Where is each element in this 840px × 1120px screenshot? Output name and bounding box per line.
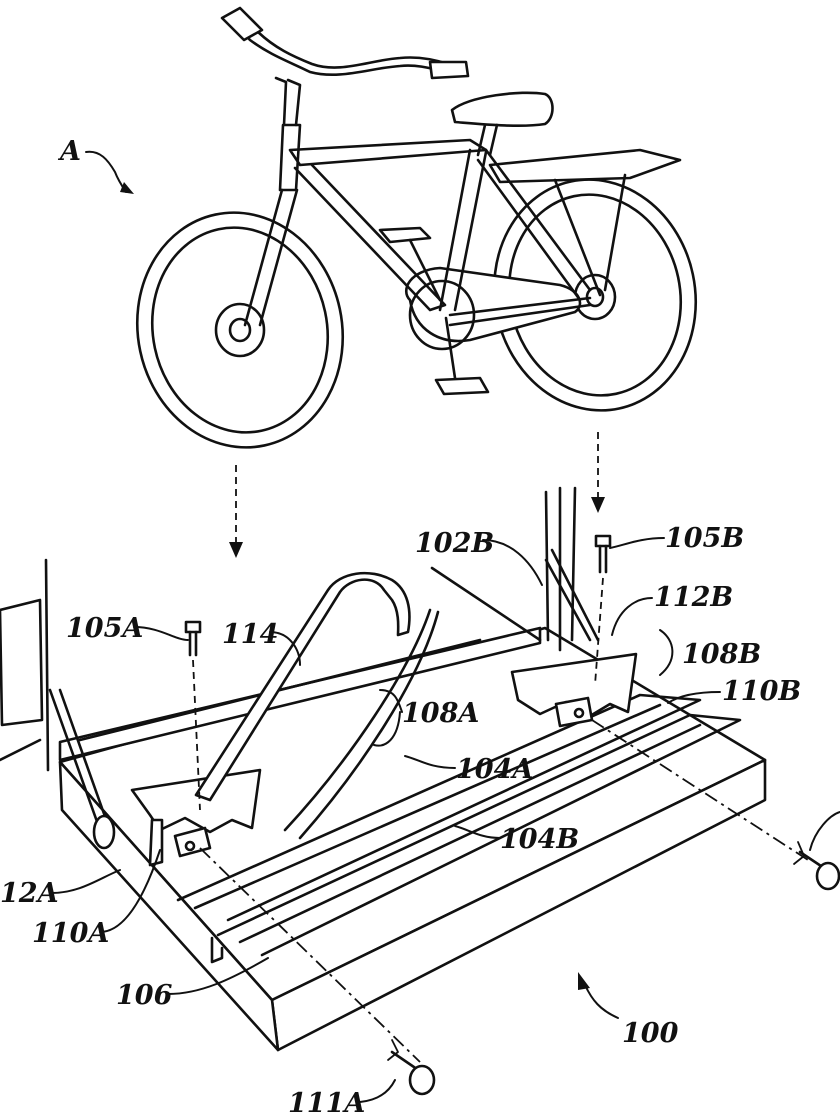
rear-rack <box>488 148 682 184</box>
front-wheel <box>135 211 345 449</box>
label-112A: 12A <box>0 878 59 909</box>
label-108A: 108A <box>402 698 479 729</box>
seat <box>450 91 554 128</box>
strap-lines <box>283 608 440 840</box>
bolt-105B <box>594 534 612 686</box>
label-102B: 102B <box>415 528 494 559</box>
label-110A: 110A <box>32 918 109 949</box>
label-111A: 111A <box>288 1088 365 1119</box>
label-106: 106 <box>116 980 173 1011</box>
label-100: 100 <box>622 1018 679 1049</box>
label-110B: 110B <box>722 676 801 707</box>
label-112B: 112B <box>654 582 733 613</box>
label-104B: 104B <box>500 824 579 855</box>
key-pin-111B <box>591 719 840 891</box>
bicycle <box>135 6 698 449</box>
label-105B: 105B <box>665 523 744 554</box>
label-108B: 108B <box>682 639 761 670</box>
leader-lines <box>51 150 840 1103</box>
wheel-holder-108B <box>510 652 638 728</box>
label-105A: 105A <box>66 613 143 644</box>
right-post <box>430 486 600 652</box>
left-post <box>0 558 116 850</box>
frame <box>243 76 592 327</box>
reference-labels: A 102B 105B 105A 114 112B 108B 110B 108A… <box>0 136 801 1119</box>
key-pin-111A <box>199 847 436 1096</box>
pedal-rear <box>434 376 490 396</box>
label-A: A <box>57 136 81 167</box>
drop-arrows <box>229 432 605 558</box>
label-114: 114 <box>222 619 278 650</box>
label-104A: 104A <box>456 754 533 785</box>
bolt-105A <box>184 620 202 811</box>
pedal-front <box>378 226 432 244</box>
wheel-arm-114 <box>194 571 411 802</box>
chain-guard <box>405 266 582 343</box>
handlebar <box>230 18 448 76</box>
